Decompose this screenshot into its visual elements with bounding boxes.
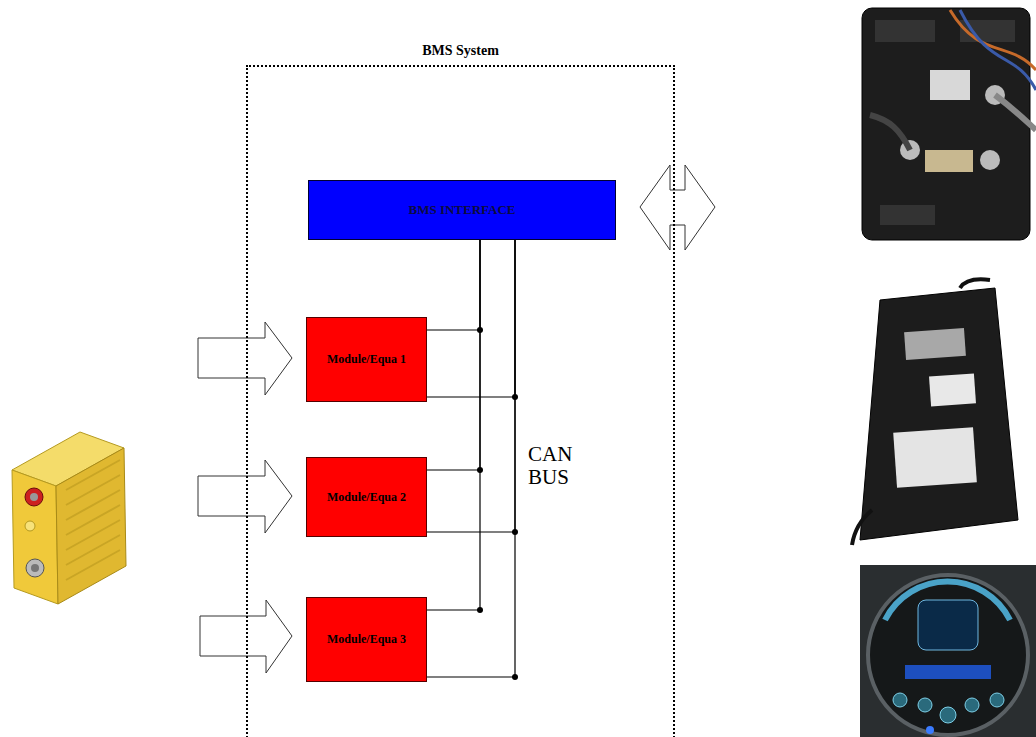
can-bus-wire	[427, 240, 518, 400]
box-label: BMS INTERFACE	[398, 196, 525, 224]
motor-controller	[862, 8, 1036, 240]
bus-label: CAN BUS	[528, 443, 600, 489]
charger	[852, 279, 1018, 545]
dashboard	[860, 565, 1036, 737]
can-bus-wire	[427, 240, 518, 535]
double-arrow	[640, 165, 715, 250]
input-arrow	[198, 322, 292, 673]
can-bus-wire	[427, 240, 518, 680]
interface-box: BMS INTERFACE	[308, 180, 616, 240]
box-label: Module/Equa 3	[321, 622, 412, 657]
module-box: Module/Equa 1	[306, 317, 427, 402]
module-box: Module/Equa 3	[306, 597, 427, 682]
system-title: BMS System	[248, 43, 673, 59]
box-label: Module/Equa 2	[321, 480, 412, 515]
box-label: Module/Equa 1	[321, 342, 412, 377]
system-boundary: BMS SystemBMS INTERFACEModule/Equa 1Modu…	[246, 65, 675, 737]
module-box: Module/Equa 2	[306, 457, 427, 537]
battery-cell	[12, 432, 126, 604]
